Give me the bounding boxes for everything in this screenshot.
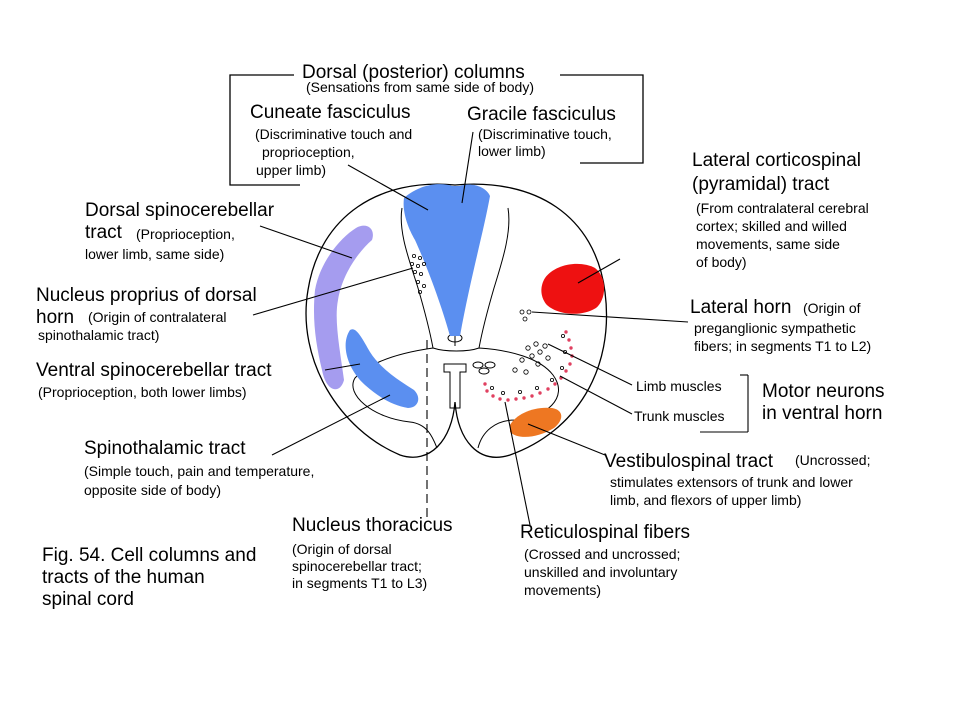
trunk-muscles-label: Trunk muscles (634, 408, 725, 424)
reticulospinal-dots (483, 330, 574, 402)
lateral-corticospinal-desc-3: movements, same side (696, 236, 840, 252)
ventral-spinocerebellar-desc: (Proprioception, both lower limbs) (38, 384, 247, 400)
lateral-corticospinal-desc-1: (From contralateral cerebral (696, 200, 869, 216)
limb-muscles-label: Limb muscles (636, 378, 722, 394)
lateral-horn-desc-3: fibers; in segments T1 to L2) (694, 338, 872, 354)
vestibulospinal-desc-2: stimulates extensors of trunk and lower (610, 474, 853, 490)
dorsal-columns-desc: (Sensations from same side of body) (306, 79, 534, 95)
ventral-horn-motor-neurons (512, 341, 551, 375)
vestibulospinal-desc-1: (Uncrossed; (795, 452, 871, 468)
central-canal (443, 333, 496, 409)
lateral-corticospinal-title-2: (pyramidal) tract (692, 174, 830, 195)
lateral-corticospinal-desc-2: cortex; skilled and willed (696, 218, 847, 234)
lateral-corticospinal-desc-4: of body) (696, 254, 747, 270)
dorsal-columns-title: Dorsal (posterior) columns (302, 62, 525, 83)
spinothalamic-desc-2: opposite side of body) (84, 482, 221, 498)
lateral-corticospinal-tract (541, 263, 605, 314)
lateral-horn-desc-2: preganglionic sympathetic (694, 320, 856, 336)
nucleus-proprius-desc-2: spinothalamic tract) (38, 327, 160, 343)
dorsal-columns-bracket (229, 74, 644, 186)
cuneate-fasciculus-desc-2: proprioception, (262, 144, 355, 160)
leader-lines (252, 131, 749, 526)
cuneate-fasciculus-desc-1: (Discriminative touch and (255, 126, 413, 142)
lateral-horn-cells (519, 309, 532, 322)
figure-caption-1: Fig. 54. Cell columns and (42, 545, 257, 566)
vestibulospinal-title: Vestibulospinal tract (604, 451, 773, 472)
dorsal-spinocerebellar-title-1: Dorsal spinocerebellar (85, 200, 275, 221)
vestibulospinal-tract (510, 407, 562, 437)
lateral-horn-title: Lateral horn (690, 297, 792, 318)
vestibulospinal-desc-3: limb, and flexors of upper limb) (610, 492, 802, 508)
figure-caption-2: tracts of the human (42, 567, 205, 588)
nucleus-thoracicus-desc-3: in segments T1 to L3) (292, 575, 428, 591)
nucleus-proprius-title-2: horn (36, 307, 75, 328)
dorsal-spinocerebellar-title-2: tract (85, 222, 122, 243)
dorsal-spinocerebellar-tract (313, 225, 373, 390)
spinothalamic-title: Spinothalamic tract (84, 438, 246, 459)
lateral-horn-desc-1: (Origin of (803, 300, 861, 316)
gracile-fasciculus-title: Gracile fasciculus (467, 104, 616, 125)
spinothalamic-tract (345, 329, 419, 408)
nucleus-thoracicus-desc-2: spinocerebellar tract; (292, 558, 422, 574)
dorsal-spinocerebellar-desc-2: lower limb, same side) (85, 246, 225, 262)
nucleus-proprius-cells (409, 253, 426, 294)
nucleus-proprius-title-1: Nucleus proprius of dorsal (36, 285, 257, 306)
reticulospinal-desc-2: unskilled and involuntary (524, 564, 678, 580)
lateral-corticospinal-title-1: Lateral corticospinal (692, 150, 861, 171)
ventral-spinocerebellar-title: Ventral spinocerebellar tract (36, 360, 272, 381)
cuneate-fasciculus-title: Cuneate fasciculus (250, 102, 411, 123)
motor-neurons-title-1: Motor neurons (762, 381, 885, 402)
reticulospinal-desc-3: movements) (524, 582, 602, 598)
spinothalamic-desc-1: (Simple touch, pain and temperature, (84, 463, 315, 479)
nucleus-proprius-desc-1: (Origin of contralateral (88, 309, 227, 325)
figure-caption-3: spinal cord (42, 589, 134, 610)
gracile-fasciculus-desc-1: (Discriminative touch, (478, 126, 612, 142)
cuneate-fasciculus-desc-3: upper limb) (256, 162, 327, 178)
nucleus-thoracicus-title: Nucleus thoracicus (292, 515, 453, 536)
nucleus-thoracicus-desc-1: (Origin of dorsal (292, 541, 392, 557)
gracile-fasciculus-desc-2: lower limb) (478, 143, 546, 159)
reticulospinal-title: Reticulospinal fibers (520, 522, 691, 543)
dorsal-columns-tract (403, 184, 490, 336)
motor-neurons-title-2: in ventral horn (762, 403, 883, 424)
reticulospinal-desc-1: (Crossed and uncrossed; (524, 546, 681, 562)
dorsal-spinocerebellar-desc-1: (Proprioception, (136, 226, 235, 242)
